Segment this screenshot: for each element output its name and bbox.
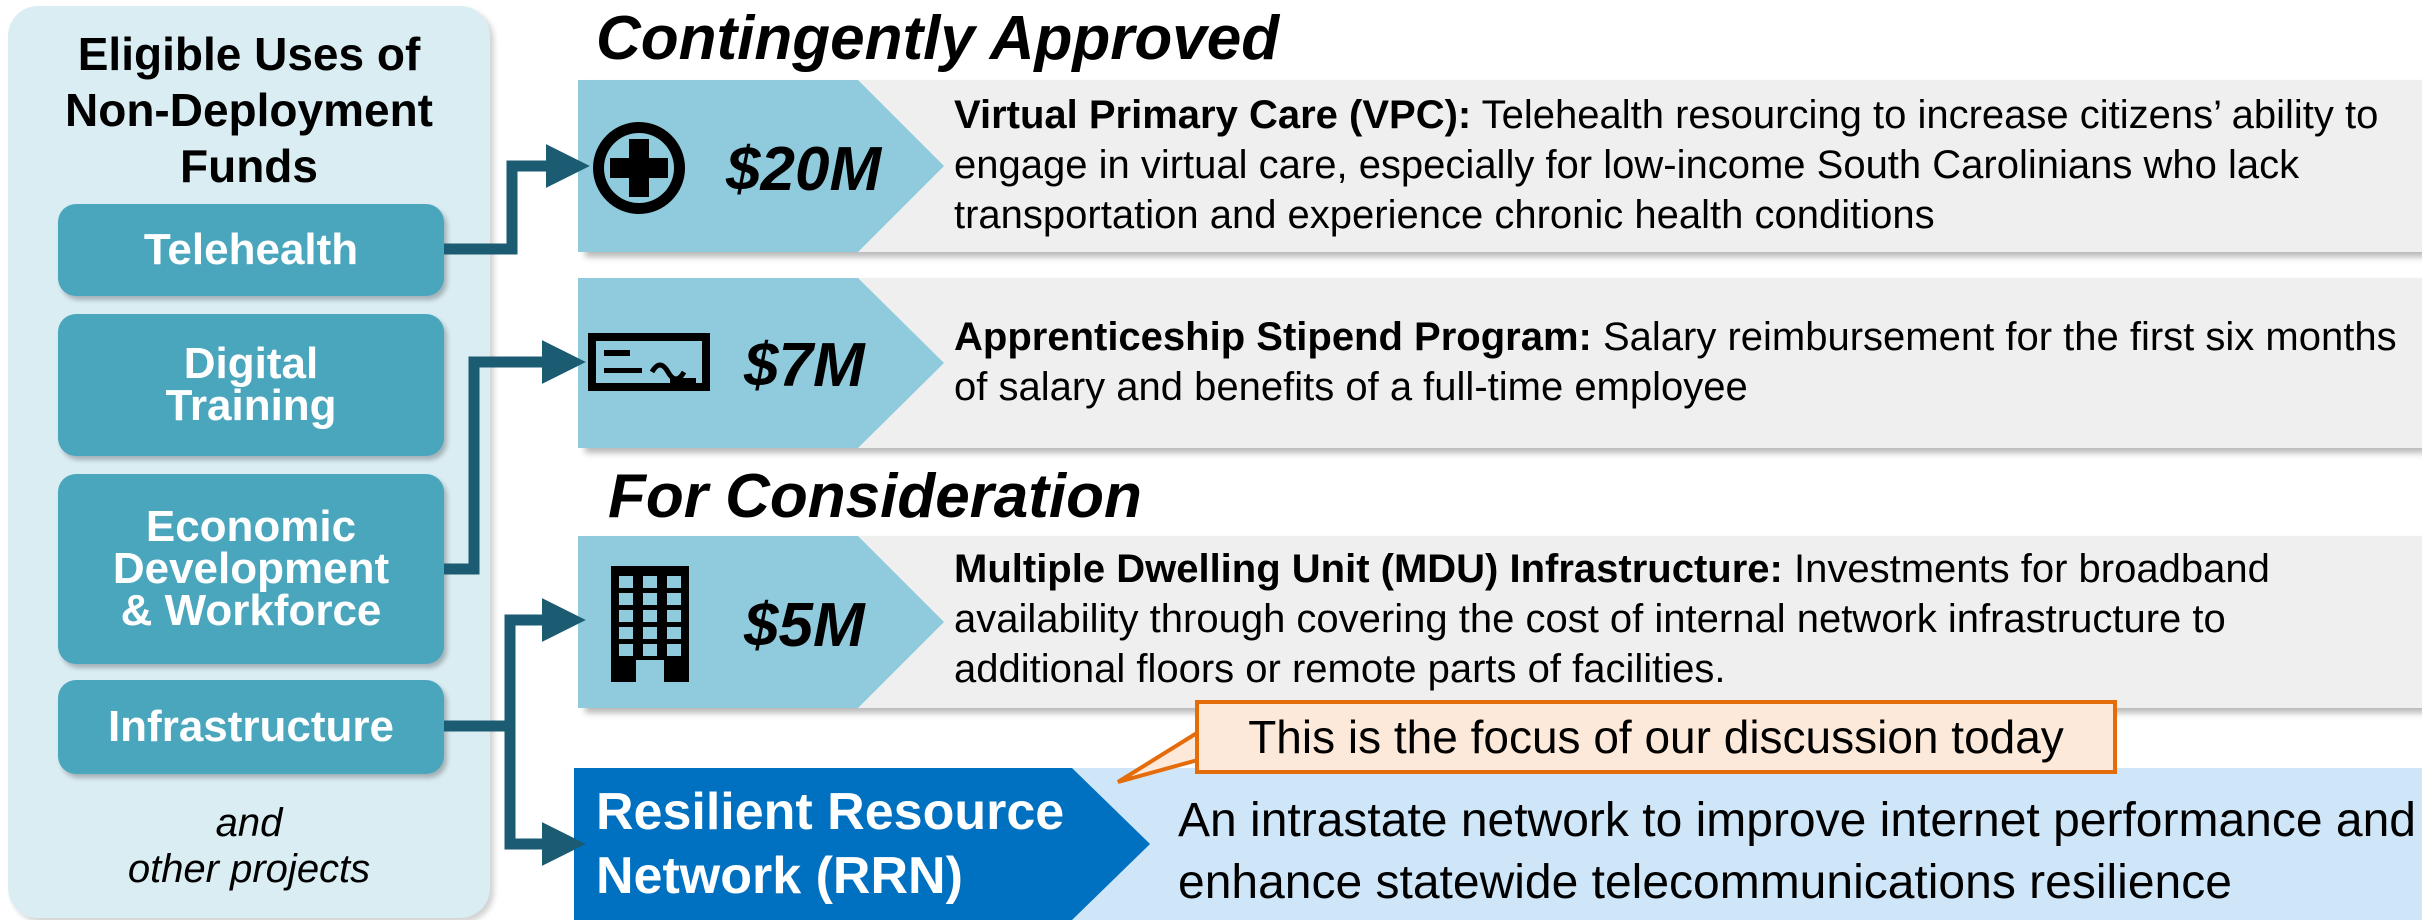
amount-chevron-apprenticeship	[578, 278, 944, 448]
heading-contingently-approved: Contingently Approved	[596, 4, 1280, 73]
building-window	[667, 593, 681, 605]
category-economic-label-2: Development	[112, 544, 390, 593]
category-economic-label-3: & Workforce	[120, 586, 382, 635]
building-window	[643, 627, 657, 639]
building-window	[619, 627, 633, 639]
category-infrastructure: Infrastructure	[58, 680, 444, 774]
amount-mdu: $5M	[744, 591, 865, 660]
building-window	[667, 644, 681, 656]
program-name-mdu: Multiple Dwelling Unit (MDU) Infrastruct…	[954, 547, 1783, 591]
and-other-line-1: and	[215, 801, 283, 845]
category-digital-training-label-2: Training	[165, 381, 337, 430]
category-digital-training: Digital Training	[58, 314, 444, 456]
category-digital-training-label-1: Digital	[183, 339, 319, 388]
panel-title: Eligible Uses of Non-Deployment Funds	[0, 26, 498, 194]
program-desc-vpc: Telehealth resourcing to increase citize…	[954, 93, 2379, 237]
rrn-title-line-1: Resilient Resource	[596, 783, 1065, 841]
category-telehealth: Telehealth	[58, 204, 444, 296]
rrn-description: An intrastate network to improve interne…	[1178, 794, 2416, 909]
building-window	[619, 644, 633, 656]
program-text-mdu: Multiple Dwelling Unit (MDU) Infrastruct…	[954, 544, 2404, 694]
category-economic-development: Economic Development & Workforce	[58, 474, 444, 664]
building-window	[619, 576, 633, 588]
callout-pointer	[1116, 724, 1207, 784]
arrow-infra-mdu	[444, 598, 586, 732]
amount-vpc: $20M	[726, 135, 882, 204]
program-name-apprenticeship: Apprenticeship Stipend Program:	[954, 315, 1592, 359]
heading-for-consideration: For Consideration	[608, 462, 1142, 531]
program-desc-apprenticeship: Salary reimbursement for the first six m…	[954, 315, 2397, 409]
category-economic-label-1: Economic	[145, 502, 357, 551]
panel-title-text: Eligible Uses of Non-Deployment Funds	[65, 28, 433, 192]
and-other-projects: and other projects	[8, 800, 490, 892]
check-icon	[588, 333, 710, 391]
building-window	[667, 610, 681, 622]
category-infrastructure-label: Infrastructure	[107, 702, 395, 751]
building-window	[619, 610, 633, 622]
building-window	[667, 576, 681, 588]
building-window	[643, 610, 657, 622]
building-window	[643, 593, 657, 605]
arrow-economic	[444, 340, 586, 575]
arrow-telehealth	[444, 144, 590, 255]
and-other-line-2: other projects	[127, 847, 371, 891]
building-window	[643, 644, 657, 656]
program-desc-mdu: Investments for broadband availability t…	[954, 547, 2270, 691]
rrn-title: Resilient Resource Network (RRN)	[596, 780, 1116, 908]
program-text-apprenticeship: Apprenticeship Stipend Program: Salary r…	[954, 312, 2404, 412]
focus-callout: This is the focus of our discussion toda…	[1195, 700, 2117, 774]
medical-cross-icon	[593, 122, 685, 214]
category-telehealth-label: Telehealth	[143, 225, 359, 274]
program-text-vpc: Virtual Primary Care (VPC): Telehealth r…	[954, 90, 2404, 240]
rrn-chevron	[574, 768, 1150, 920]
building-window	[667, 627, 681, 639]
amount-chevron-vpc	[578, 80, 944, 252]
program-name-vpc: Virtual Primary Care (VPC):	[954, 93, 1472, 137]
rrn-title-line-2: Network (RRN)	[596, 847, 963, 905]
amount-apprenticeship: $7M	[744, 331, 865, 400]
arrow-infra-rrn	[504, 726, 586, 866]
building-window	[619, 593, 633, 605]
building-window	[643, 576, 657, 588]
